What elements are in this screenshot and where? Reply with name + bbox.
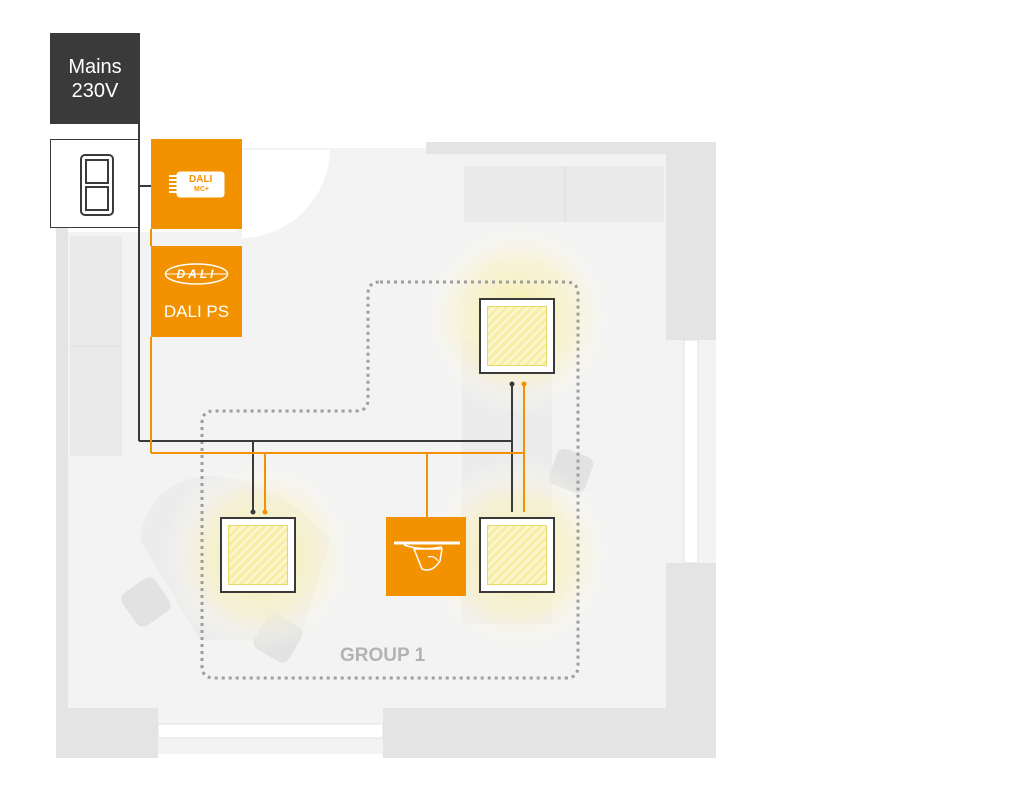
dali-bus-wiring bbox=[150, 229, 525, 517]
dali-power-supply-box: DALI DALI PS bbox=[151, 246, 242, 337]
led-panel-icon bbox=[487, 306, 547, 366]
dali-controller-model: MC+ bbox=[194, 186, 209, 193]
junction-dot bbox=[250, 509, 256, 515]
dali-controller-box: DALI MC+ bbox=[151, 139, 242, 229]
led-panel-icon bbox=[487, 525, 547, 585]
wall-bottom-left bbox=[56, 708, 158, 758]
dali-ps-label: DALI PS bbox=[163, 302, 230, 321]
cabinet-top bbox=[464, 166, 664, 222]
window-right bbox=[683, 339, 699, 564]
junction-dot bbox=[509, 381, 515, 387]
switch-rocker-top bbox=[85, 159, 109, 184]
mains-label-line2: 230V bbox=[71, 79, 119, 102]
door-swing bbox=[242, 150, 330, 238]
chair-1 bbox=[121, 577, 171, 627]
wall-switch-box bbox=[50, 139, 139, 228]
ceiling-sensor-icon bbox=[394, 541, 460, 571]
wall-right-upper bbox=[666, 142, 716, 340]
dali-mc-plus-module-icon bbox=[169, 171, 225, 198]
junction-dot bbox=[521, 381, 527, 387]
wall-left bbox=[56, 228, 68, 710]
mains-label-line1: Mains bbox=[68, 55, 122, 78]
luminaire-top-right bbox=[479, 298, 555, 374]
dali-ps-logo-text: DALI bbox=[176, 267, 217, 281]
group-label: GROUP 1 bbox=[340, 645, 426, 666]
luminaire-bottom-left bbox=[220, 517, 296, 593]
switch-rocker-bottom bbox=[85, 186, 109, 211]
group-1-outline bbox=[200, 280, 580, 680]
wall-switch-icon bbox=[80, 154, 114, 216]
dali-controller-logo: DALI bbox=[189, 174, 213, 185]
dali-logo-icon bbox=[164, 263, 229, 285]
wall-bottom-right bbox=[383, 708, 716, 758]
mains-supply-box: Mains 230V bbox=[50, 33, 140, 124]
wall-top-right bbox=[426, 142, 716, 154]
dali-sensor-box bbox=[386, 517, 466, 596]
luminaire-bottom-right bbox=[479, 517, 555, 593]
led-panel-icon bbox=[228, 525, 288, 585]
window-bottom bbox=[157, 723, 384, 739]
junction-dot bbox=[262, 509, 268, 515]
